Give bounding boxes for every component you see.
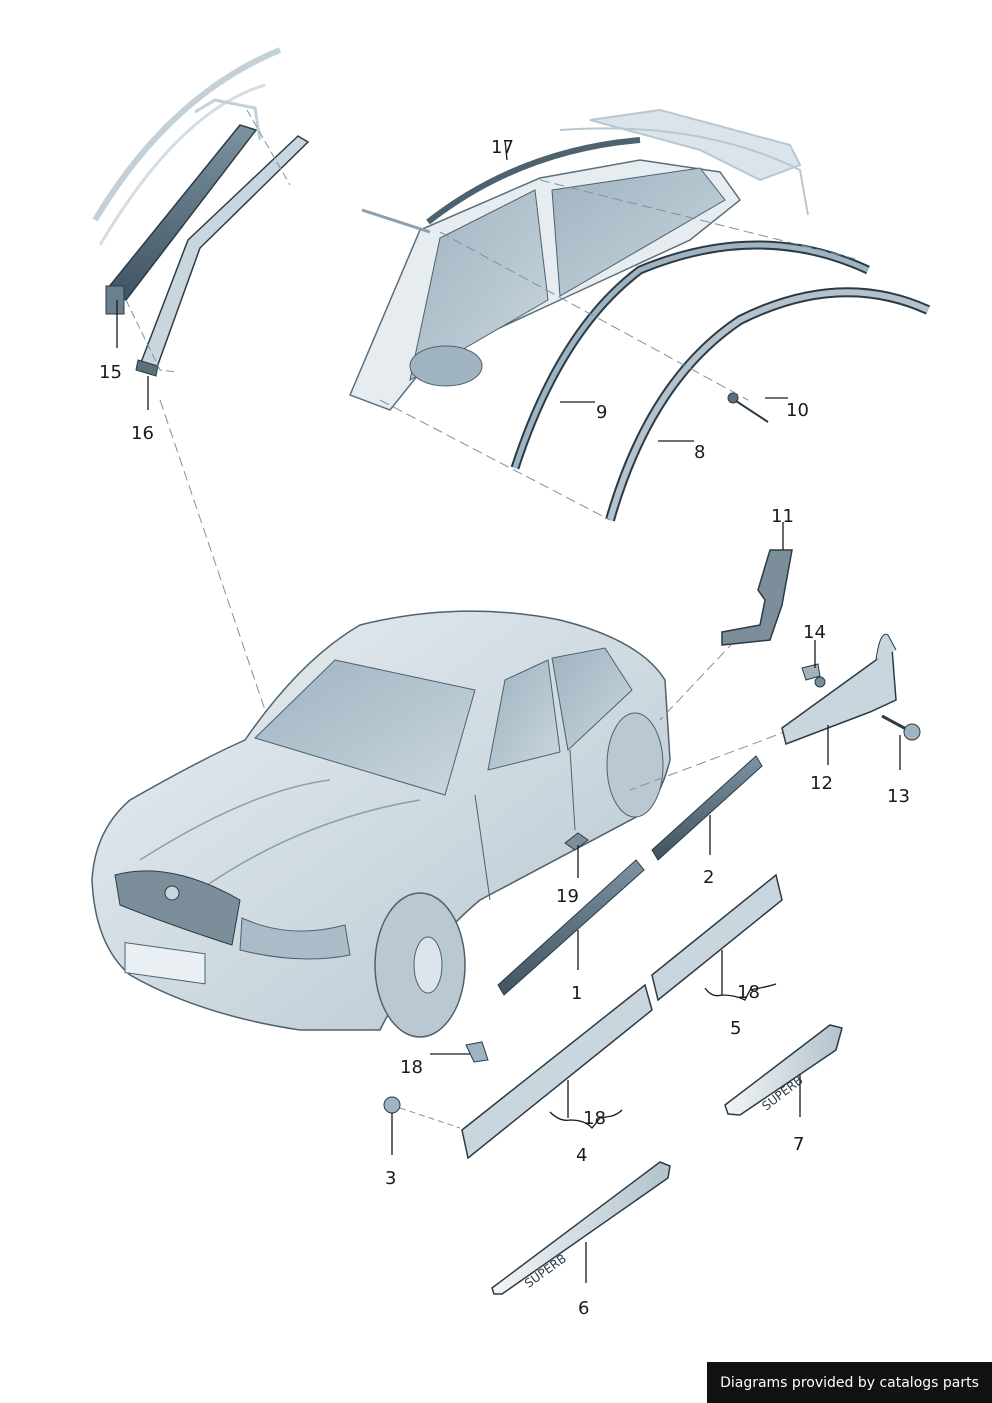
part-3-screw	[383, 1096, 461, 1129]
roof-area	[349, 108, 931, 522]
roof-outline-sketch-2	[98, 83, 266, 246]
roof-outline-sketch	[92, 47, 282, 222]
callout-8: 8	[694, 442, 705, 463]
callout-15: 15	[99, 362, 122, 383]
part-10-clip	[727, 392, 769, 423]
callout-10: 10	[786, 400, 809, 421]
callout-6: 6	[578, 1298, 589, 1319]
part-14-clip	[801, 663, 826, 688]
rear-door-glass	[551, 167, 726, 297]
callout-labels: 1 2 3 4 5 6 7 8 9 10 11 12 13 14 15 16 1…	[99, 137, 910, 1319]
callout-9: 9	[596, 402, 607, 423]
callout-16: 16	[131, 423, 154, 444]
part-12-moulding	[781, 646, 897, 746]
footer-text: Diagrams provided by catalogs parts	[720, 1374, 979, 1391]
mirror-sketch	[409, 345, 483, 387]
part-16-end	[135, 359, 159, 377]
callout-7: 7	[793, 1134, 804, 1155]
grille	[114, 870, 241, 946]
footer-banner: Diagrams provided by catalogs parts	[707, 1362, 992, 1403]
callout-18-clip: 18	[400, 1057, 423, 1078]
dash-guide-roof	[379, 179, 861, 521]
window-frame-sketch	[194, 98, 262, 141]
callout-13: 13	[887, 786, 910, 807]
badge	[164, 885, 180, 901]
sill-strips	[383, 873, 783, 1160]
front-side-glass	[487, 659, 561, 771]
door-lines	[474, 749, 576, 901]
car-body	[91, 399, 791, 1038]
callout-5: 5	[730, 1018, 741, 1039]
part-6-sill-plate	[491, 1161, 671, 1295]
a-pillar-area	[92, 47, 310, 377]
part-12-top	[875, 633, 897, 661]
dash-guide-car	[159, 399, 791, 791]
part-1-moulding	[497, 859, 645, 996]
rear-wheel	[606, 712, 664, 818]
callout-2: 2	[703, 867, 714, 888]
callout-12: 12	[810, 773, 833, 794]
callout-19: 19	[556, 886, 579, 907]
part-11-trim-piece	[721, 549, 793, 646]
part-4-sill-strip	[461, 983, 653, 1160]
part-5-sill-strip	[651, 873, 783, 1002]
front-door-glass	[409, 189, 549, 381]
callout-11: 11	[771, 506, 794, 527]
callout-4: 4	[576, 1145, 587, 1166]
part-7-sill-plate	[724, 1024, 843, 1116]
windshield	[254, 659, 476, 796]
part-8-inner	[607, 289, 930, 521]
callout-3: 3	[385, 1168, 396, 1189]
plate	[124, 941, 206, 985]
part-18-clip	[465, 1041, 489, 1063]
part-19-insert	[564, 832, 589, 851]
part-13-screw	[881, 714, 921, 741]
door-mouldings	[497, 755, 763, 996]
roof-line-sketch	[559, 127, 809, 216]
rear-window-sketch	[589, 108, 802, 182]
rear-parts	[721, 549, 921, 746]
callout-17: 17	[491, 137, 514, 158]
rear-side-glass	[551, 647, 633, 751]
dash-guide-15	[125, 109, 291, 373]
part-17-roof-trim	[426, 137, 641, 225]
callout-1: 1	[571, 983, 582, 1004]
callout-18-strip-4: 18	[583, 1108, 606, 1129]
front-wheel-hub	[413, 936, 443, 994]
callout-18-strip-5: 18	[737, 982, 760, 1003]
headlight	[239, 917, 351, 960]
antenna-sketch	[361, 208, 431, 234]
part-15-end-cap	[105, 285, 125, 315]
part-9-inner	[512, 242, 870, 469]
leader-lines	[116, 139, 901, 1283]
callout-14: 14	[803, 622, 826, 643]
part-2-moulding	[651, 755, 763, 861]
hood-lines	[139, 779, 421, 891]
